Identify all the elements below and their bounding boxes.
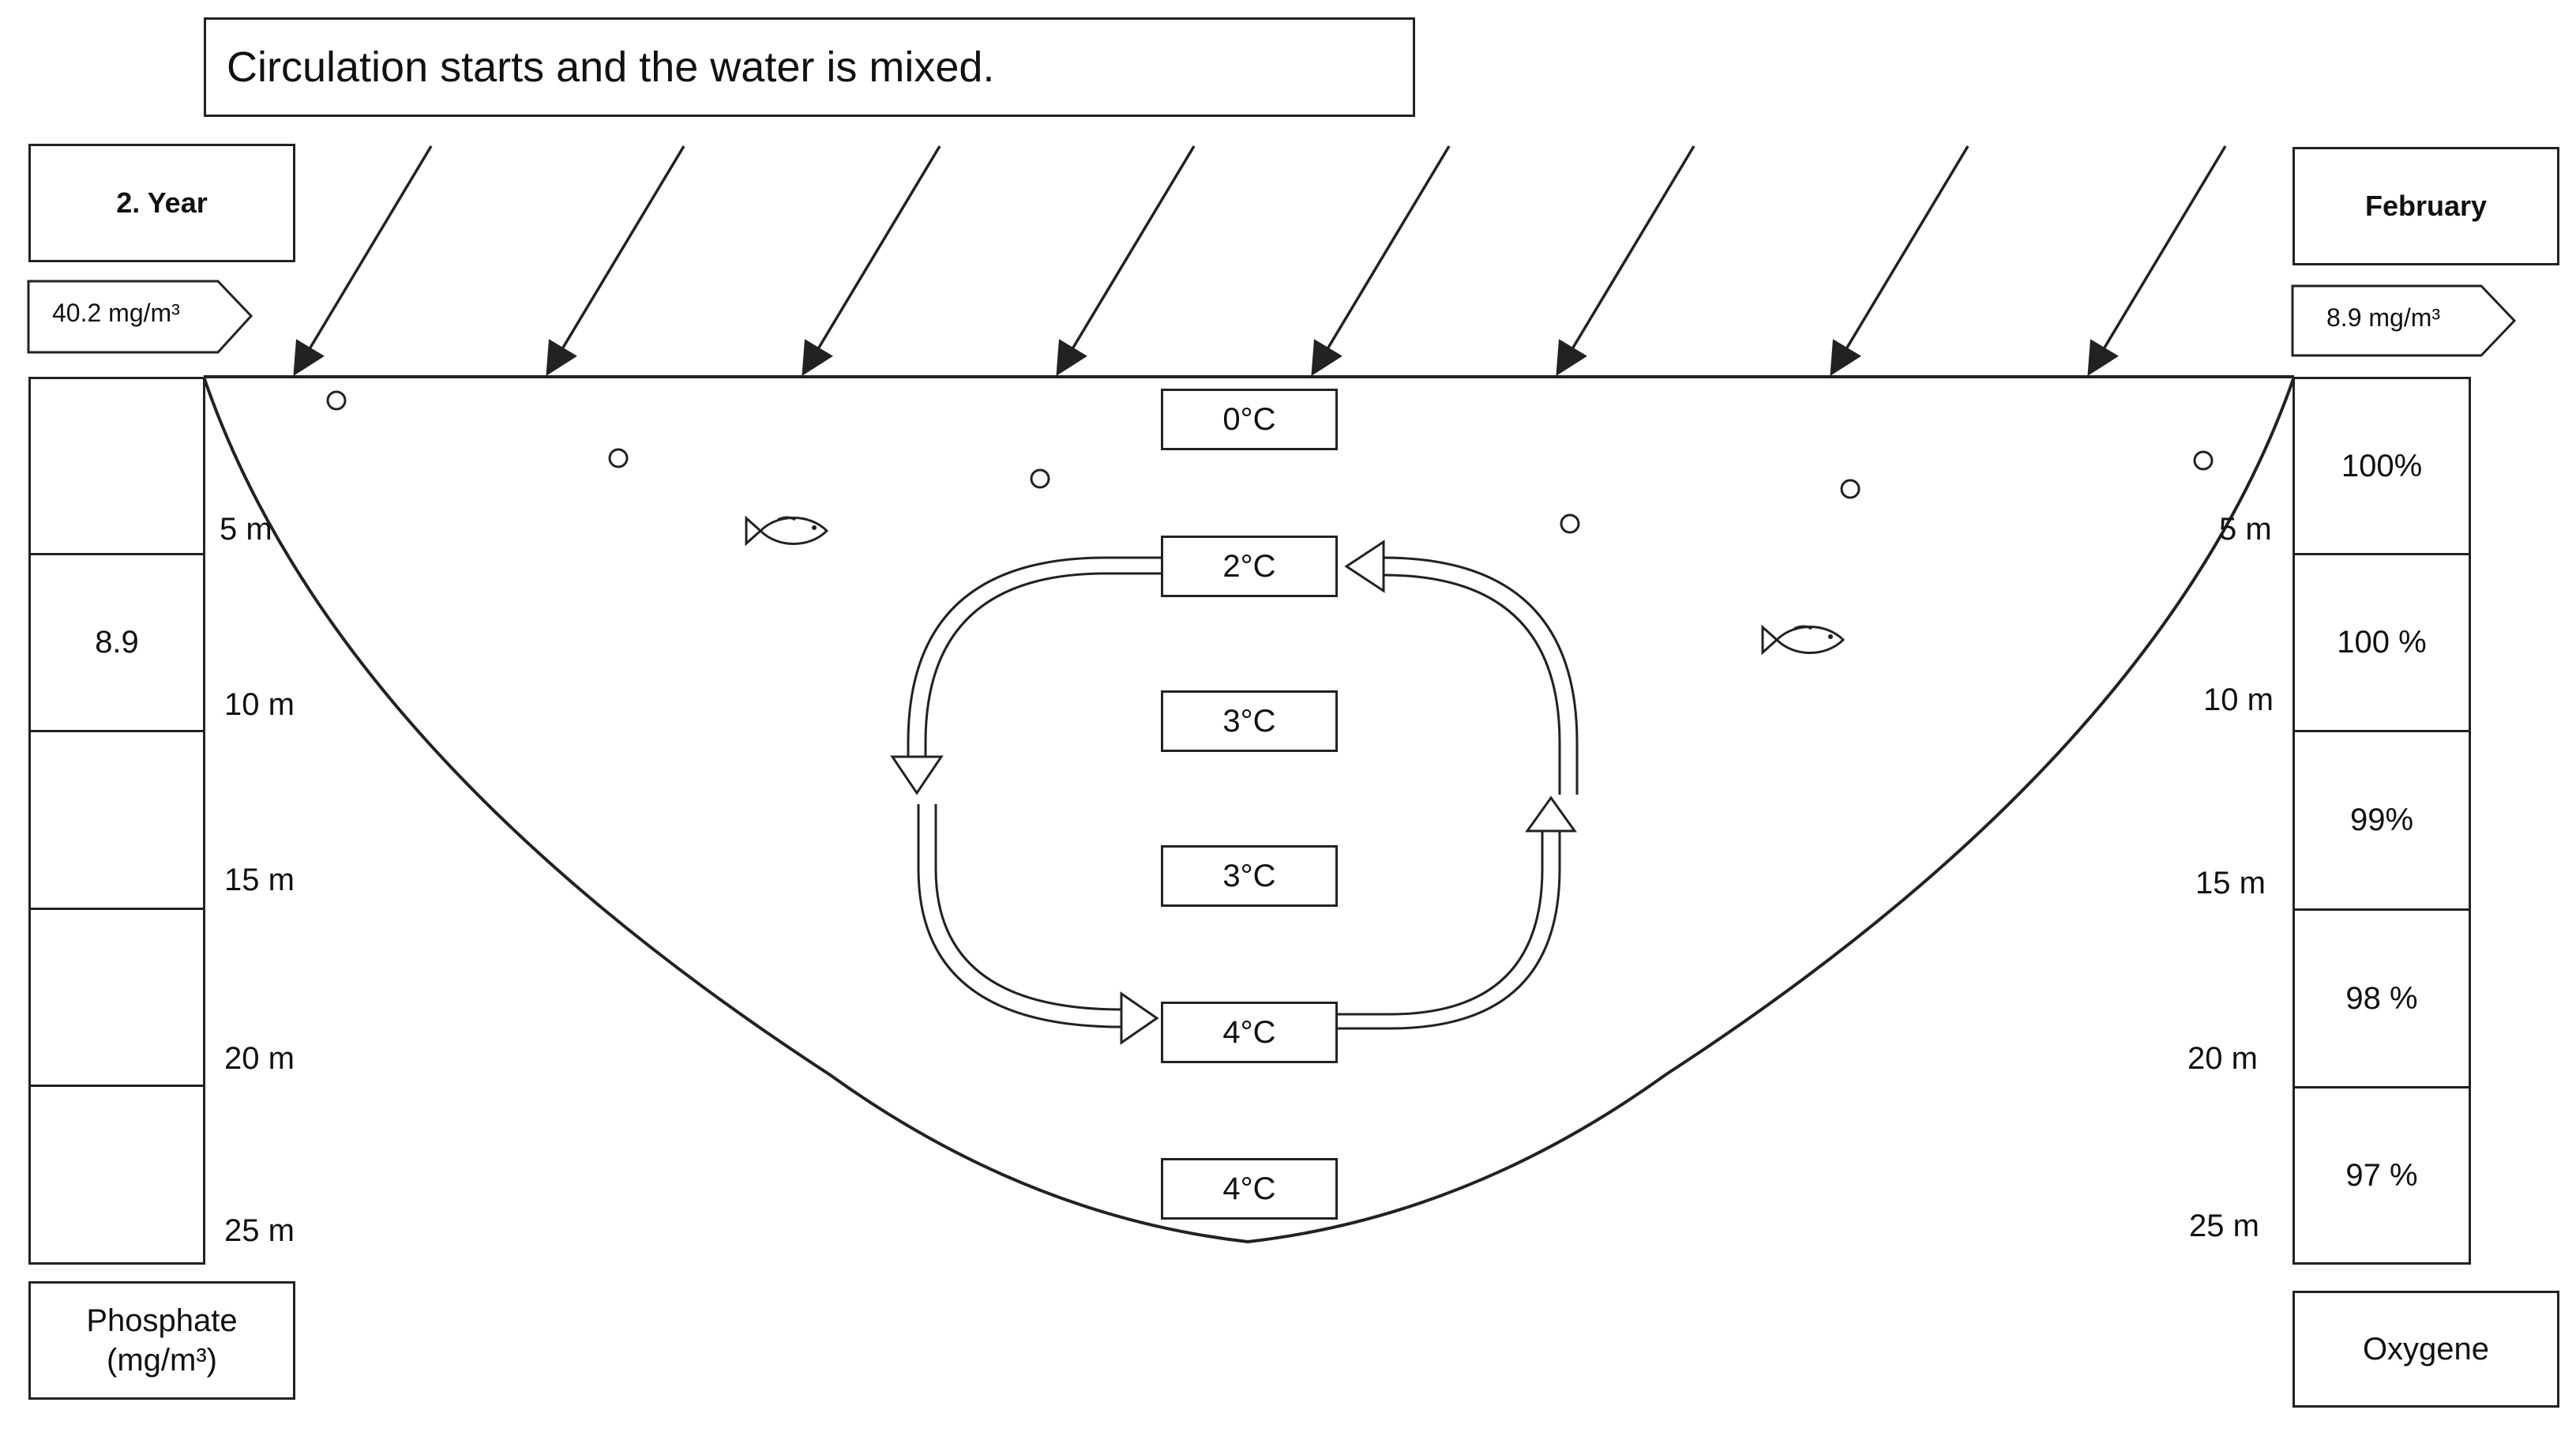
oxygen-cell-3: 99%: [2292, 730, 2471, 911]
year-label: 2. Year: [28, 144, 295, 262]
oxygen-cell-2: 100 %: [2292, 553, 2471, 732]
phosphate-tag-shape: [27, 280, 253, 354]
sun-ray: [802, 145, 941, 377]
depth-label-right: 15 m: [2195, 866, 2266, 900]
phosphate-cell-3: [28, 730, 205, 910]
temperature-4: 4°C: [1161, 1002, 1338, 1063]
phosphate-surface-value: 40.2 mg/m³: [52, 299, 180, 327]
phosphate-cell-2: 8.9: [28, 553, 205, 732]
phosphate-label: Phosphate (mg/m³): [28, 1281, 295, 1400]
circulation-arrow-up: [1338, 831, 1561, 1030]
depth-label-left: 20 m: [224, 1041, 295, 1076]
phosphate-cell-5: [28, 1085, 205, 1265]
temperature-5: 4°C: [1161, 1158, 1338, 1220]
sun-ray: [1556, 145, 1695, 377]
bubble: [1560, 513, 1580, 534]
sunlight-arrows: [293, 145, 2227, 377]
depth-label-left: 25 m: [224, 1213, 295, 1248]
phosphate-cell-1: [28, 377, 205, 555]
fish-icon: [745, 515, 829, 547]
bubble: [326, 390, 347, 411]
phosphate-cell-4: [28, 908, 205, 1087]
sun-ray: [1311, 145, 1451, 377]
bubble: [608, 448, 629, 468]
oxygen-surface-value: 8.9 mg/m³: [2326, 303, 2441, 332]
diagram-title: Circulation starts and the water is mixe…: [204, 17, 1415, 117]
bubble: [1030, 468, 1050, 489]
sun-ray: [293, 145, 433, 377]
depth-label-left: 10 m: [224, 687, 295, 722]
lake-basin: [202, 376, 2296, 1244]
depth-label-left: 15 m: [224, 863, 295, 897]
temperature-3: 3°C: [1161, 845, 1338, 907]
sun-ray: [1056, 145, 1196, 377]
temperature-1: 2°C: [1161, 536, 1338, 597]
oxygen-cell-4: 98 %: [2292, 908, 2471, 1088]
temperature-2: 3°C: [1161, 690, 1338, 752]
oxygen-label: Oxygene: [2292, 1291, 2559, 1408]
fish-icon: [1761, 624, 1846, 656]
depth-label-right: 25 m: [2189, 1209, 2259, 1243]
phosphate-label-line1: Phosphate: [86, 1303, 238, 1338]
sun-ray: [546, 145, 685, 377]
oxygen-cell-1: 100%: [2292, 377, 2471, 555]
oxygen-cell-5: 97 %: [2292, 1086, 2471, 1265]
oxygen-tag-shape: [2291, 284, 2517, 357]
phosphate-label-line2: (mg/m³): [107, 1343, 217, 1378]
temperature-0: 0°C: [1161, 389, 1338, 450]
depth-label-right: 20 m: [2187, 1041, 2258, 1076]
circulation-arrows: [890, 540, 1579, 1045]
depth-label-left: 5 m: [220, 512, 272, 547]
sun-ray: [2087, 145, 2227, 377]
bubble: [1840, 479, 1861, 499]
circulation-arrow-left: [1383, 556, 1579, 795]
circulation-arrow-down: [907, 556, 1161, 757]
sun-ray: [1830, 145, 1970, 377]
depth-label-right: 5 m: [2219, 512, 2272, 547]
bubble: [2193, 450, 2214, 471]
depth-label-right: 10 m: [2203, 682, 2274, 717]
circulation-arrow-right: [917, 804, 1122, 1028]
bubbles: [326, 390, 2214, 534]
month-label: February: [2292, 147, 2559, 265]
